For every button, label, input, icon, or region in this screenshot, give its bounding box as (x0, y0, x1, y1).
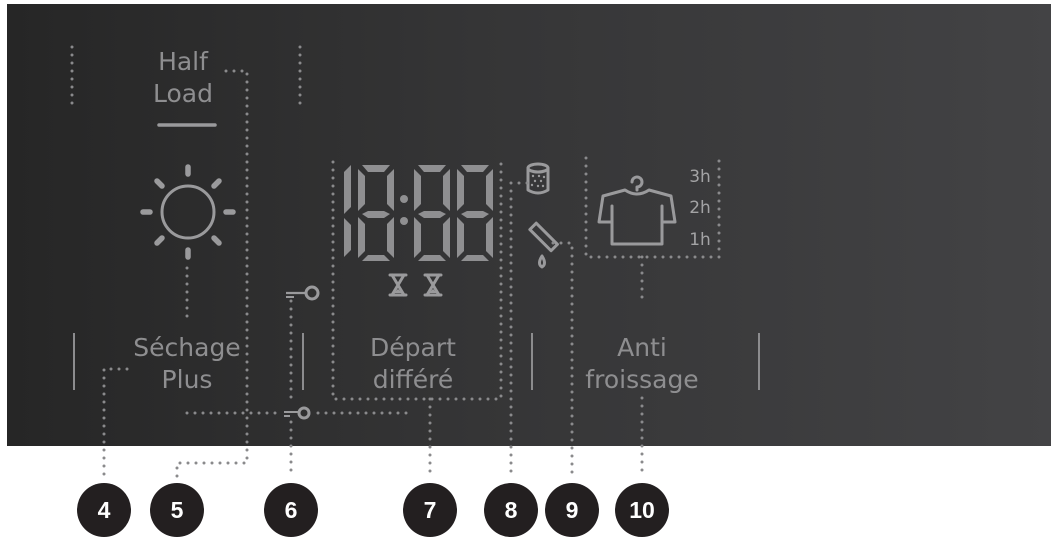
hours-2h: 2h (689, 198, 711, 218)
key-lock-icon (284, 406, 311, 420)
svg-text:5: 5 (171, 497, 184, 523)
callout-badge-6: 6 (264, 483, 318, 537)
anti-froissage-button[interactable]: Anti froissage (585, 333, 698, 394)
callout-badge-5: 5 (150, 483, 204, 537)
shirt-hanger-icon (597, 175, 677, 246)
callout-badge-4: 4 (77, 483, 131, 537)
panel-background (7, 4, 1051, 446)
seven-segment-display (344, 165, 493, 261)
hourglass-icon (423, 273, 443, 297)
callout-connectors (102, 69, 721, 480)
half-load-indicator: Half Load (153, 47, 217, 127)
callout-badge-8: 8 (484, 483, 538, 537)
sechage-label-line2: Plus (162, 365, 213, 394)
hours-1h: 1h (689, 230, 711, 250)
svg-text:4: 4 (98, 497, 111, 523)
svg-text:10: 10 (629, 497, 655, 523)
svg-text:8: 8 (505, 497, 518, 523)
callout-badge-9: 9 (545, 483, 599, 537)
anti-crease-hours: 3h 2h 1h (689, 167, 711, 250)
half-load-label-line1: Half (158, 47, 209, 76)
water-container-icon (526, 162, 550, 195)
sechage-plus-button[interactable]: Séchage Plus (133, 333, 240, 394)
depart-label-line1: Départ (370, 333, 456, 362)
hourglass-icon (388, 273, 408, 297)
svg-text:7: 7 (424, 497, 437, 523)
callout-badge-10: 10 (615, 483, 669, 537)
depart-label-line2: différé (373, 365, 454, 394)
half-load-label-line2: Load (153, 79, 213, 108)
anti-label-line1: Anti (617, 333, 667, 362)
sun-icon (140, 164, 236, 260)
svg-text:9: 9 (566, 497, 579, 523)
svg-text:6: 6 (285, 497, 298, 523)
anti-label-line2: froissage (585, 365, 698, 394)
key-lock-icon (286, 285, 320, 301)
depart-differe-button[interactable]: Départ différé (370, 333, 456, 394)
callout-badge-7: 7 (403, 483, 457, 537)
drain-filter-icon (528, 221, 559, 269)
sechage-label-line1: Séchage (133, 333, 240, 362)
hours-3h: 3h (689, 167, 711, 187)
